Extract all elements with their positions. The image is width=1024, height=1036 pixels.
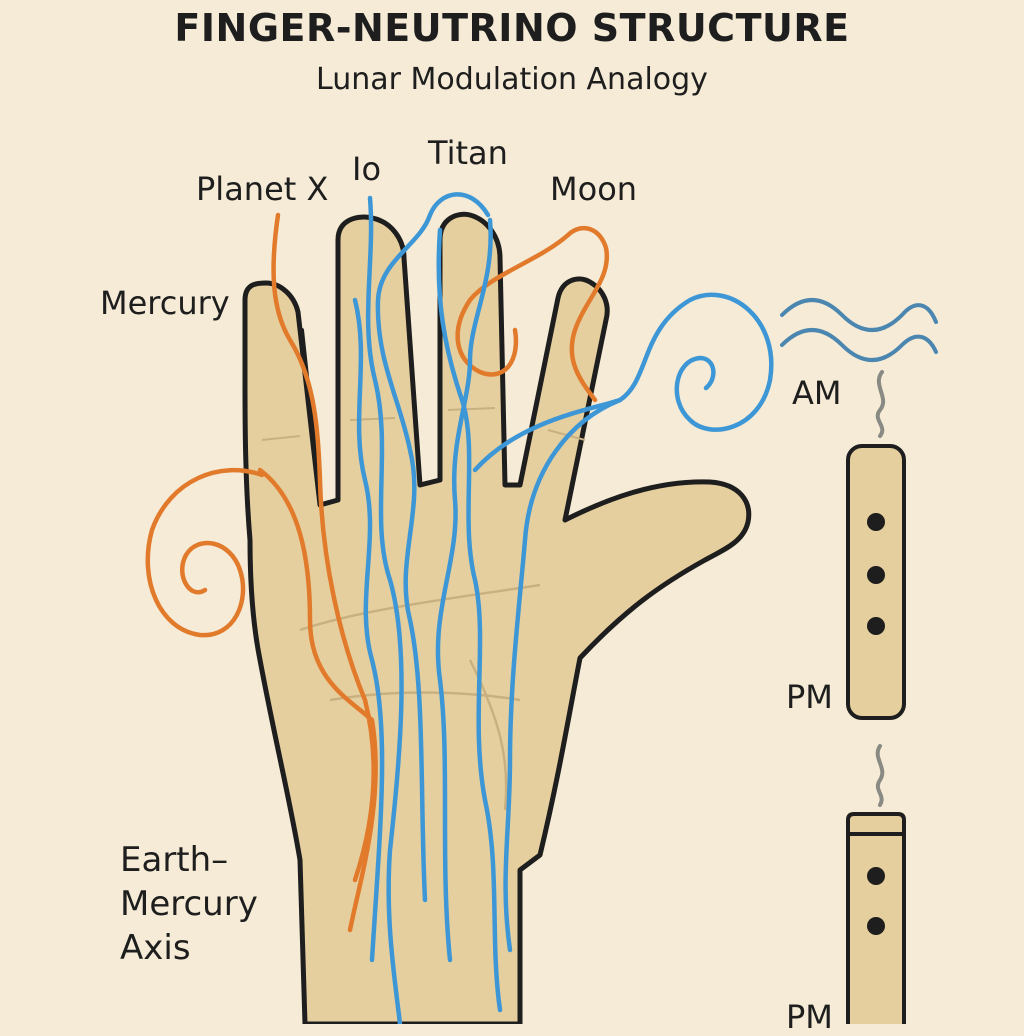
orange-strands (145, 212, 610, 933)
orange-moon-loop (455, 232, 571, 377)
knuckle-line (261, 435, 301, 441)
label-planet-x: Planet X (196, 170, 329, 208)
hand-silhouette (242, 211, 752, 1024)
label-mercury: Mercury (100, 284, 230, 322)
label-moon: Moon (550, 170, 638, 208)
blue-strands (352, 192, 774, 1024)
flute-icon-top (846, 444, 906, 720)
blue-strand-e (503, 397, 623, 953)
blue-strand-titan-a (375, 192, 491, 903)
orange-spiral (145, 467, 265, 638)
palm-crease (329, 691, 521, 702)
finger-gap-1 (300, 328, 320, 480)
hand (242, 211, 752, 1024)
flute-icon-bottom (846, 812, 906, 1024)
blue-strand-titan-b (435, 217, 493, 963)
label-earth-mercury-axis: Earth–Mercury Axis (120, 840, 258, 968)
pm-squiggle-icon (875, 744, 885, 807)
legend-am: AM (792, 374, 842, 412)
blue-strand-spiral-arm (472, 292, 774, 473)
blue-strand-io (365, 195, 404, 1024)
diagram-subtitle: Lunar Modulation Analogy (316, 62, 708, 97)
am-squiggle-icon (875, 370, 886, 438)
legend-pm-top: PM (786, 678, 833, 716)
diagram-title: FINGER-NEUTRINO STRUCTURE (174, 6, 850, 50)
orange-strand-mercury (257, 467, 378, 933)
blue-strand-c (436, 227, 503, 1013)
knuckle-line (447, 407, 496, 411)
am-wave-icon (780, 298, 938, 362)
orange-strand-moon (565, 225, 610, 403)
blue-strand-d (352, 297, 385, 963)
label-titan: Titan (428, 134, 508, 172)
legend-pm-bottom: PM (786, 998, 833, 1036)
label-io: Io (352, 150, 382, 188)
